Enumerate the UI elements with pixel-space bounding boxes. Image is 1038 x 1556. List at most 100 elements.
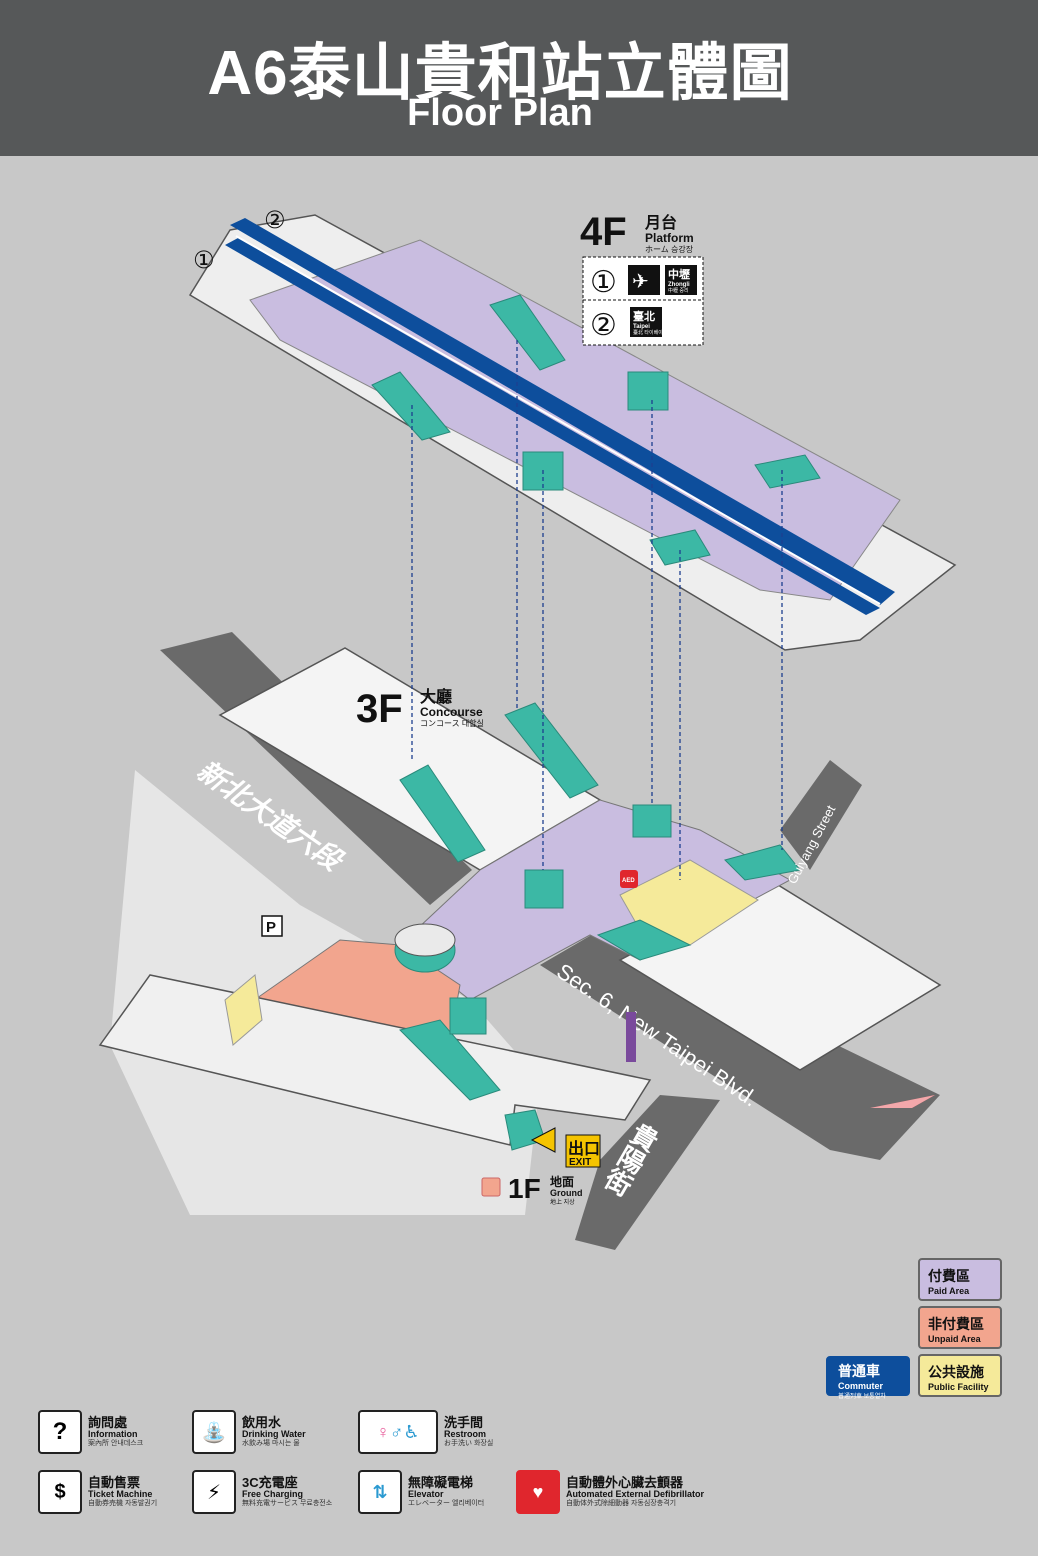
direction-2-sub: 臺北 타이베이 — [633, 329, 663, 336]
platform-level — [188, 214, 957, 651]
floor-1f-zh: 地面 — [550, 1174, 574, 1189]
legend-information: ? 詢問處 Information 案內所 안내데스크 — [38, 1410, 143, 1454]
escalator-4f-c — [754, 454, 821, 489]
exit-en: EXIT — [569, 1157, 591, 1168]
elevator-1f — [449, 997, 487, 1035]
direction-1-num: ① — [590, 266, 617, 299]
legend-drinking-zh: 飲用水 — [242, 1415, 282, 1431]
exit-zh: 出口 — [568, 1139, 600, 1158]
floor-label-3f: 3F 大廳 Concourse コンコース 대합실 — [356, 687, 484, 731]
escalator-4f-b — [371, 371, 451, 441]
direction-2-num: ② — [590, 309, 617, 342]
concourse-level — [98, 647, 942, 1151]
legend-drinking: ⛲ 飲用水 Drinking Water 水飲み場 마시는 물 — [192, 1410, 306, 1454]
legend-drinking-sub: 水飲み場 마시는 물 — [242, 1440, 300, 1448]
ticket-machine-icon: $ — [38, 1470, 82, 1514]
legend-information-zh: 詢問處 — [88, 1415, 128, 1431]
elevator-4f-b — [522, 451, 564, 491]
information-icon: ? — [38, 1410, 82, 1454]
track-divider — [235, 235, 881, 605]
direction-2-zh: 臺北 — [633, 309, 655, 323]
escalator-4f-a — [489, 294, 566, 371]
platform-marker-2: ② — [264, 207, 286, 234]
legend-drinking-en: Drinking Water — [242, 1429, 306, 1440]
escalator-4f-d — [649, 529, 711, 566]
drinking-water-icon: ⛲ — [192, 1410, 236, 1454]
exit-arrow-icon — [530, 1127, 556, 1153]
elevator-3f-a — [524, 869, 564, 909]
legend-commuter-sub: 普通列車 보통열차 — [838, 1394, 886, 1400]
legend-elevator-sub: エレベーター 엘리베이터 — [408, 1500, 485, 1508]
elevator-4f-a — [627, 371, 669, 411]
legend-restroom-zh: 洗手間 — [444, 1415, 484, 1431]
floor-4f-zh: 月台 — [644, 213, 677, 232]
legend-paid-en: Paid Area — [928, 1286, 970, 1296]
pillar — [626, 1012, 636, 1062]
legend-charging-en: Free Charging — [242, 1489, 304, 1500]
legend-restroom: ♀♂♿ 洗手間 Restroom お手洗い 화장실 — [358, 1410, 493, 1454]
road-sec6 — [540, 930, 940, 1160]
legend-unpaid-en: Unpaid Area — [928, 1334, 981, 1344]
floor-1f-sub: 地上 지상 — [550, 1198, 575, 1206]
legend-ticket-en: Ticket Machine — [88, 1489, 153, 1500]
legend-aed-en: Automated External Defibrillator — [566, 1489, 705, 1500]
legend-charging-zh: 3C充電座 — [242, 1475, 298, 1491]
legend-ticket-sub: 自動券売機 자동발권기 — [88, 1500, 158, 1508]
legend-aed-sub: 自動体外式除細動器 자동심장충격기 — [566, 1500, 677, 1508]
direction-1-zh: 中壢 — [668, 267, 690, 281]
legend-commuter-zh: 普通車 — [838, 1363, 880, 1379]
info-desk-top — [394, 923, 456, 957]
direction-1-sub: 中壢 중리 — [668, 287, 689, 294]
floor-plan-diagram: 4F 月台 Platform ホーム 승강장 3F 大廳 Concourse コ… — [98, 207, 957, 1250]
floor-3f-sub: コンコース 대합실 — [420, 718, 484, 728]
floor-4f-en: Platform — [645, 231, 694, 245]
escalator-3f-center — [504, 702, 599, 799]
legend-unpaid-zh: 非付費區 — [928, 1316, 984, 1332]
floor-4f-sub: ホーム 승강장 — [645, 244, 694, 254]
vertical-connectors — [411, 340, 783, 880]
escalator-3f-east — [724, 844, 801, 881]
legend-information-sub: 案內所 안내데스크 — [88, 1440, 144, 1448]
escalator-3f-west — [399, 764, 486, 863]
elevator-icon: ⇅ — [358, 1470, 402, 1514]
legend-elevator-en: Elevator — [408, 1489, 444, 1500]
road-guiyang-s — [575, 1095, 720, 1250]
floor-1f-en: Ground — [550, 1188, 583, 1198]
legend-aed-zh: 自動體外心臟去顫器 — [566, 1475, 684, 1491]
legend-restroom-en: Restroom — [444, 1429, 487, 1440]
legend-unpaid: 非付費區 Unpaid Area — [918, 1306, 1002, 1349]
legend-ticket-zh: 自動售票 — [88, 1475, 141, 1491]
header-bar: A6泰山貴和站立體圖 Floor Plan — [0, 0, 1038, 156]
charging-icon: ⚡ — [192, 1470, 236, 1514]
legend-aed: ♥ 自動體外心臟去顫器 Automated External Defibrill… — [516, 1470, 704, 1514]
escalator-exit — [399, 1019, 501, 1101]
restroom-icon: ♀♂♿ — [358, 1410, 438, 1454]
airplane-icon: ✈ — [632, 271, 649, 293]
parking-icon: P — [266, 919, 276, 936]
legend-public: 公共設施 Public Facility — [918, 1354, 1002, 1397]
floor-3f-num: 3F — [356, 687, 403, 731]
legend-elevator: ⇅ 無障礙電梯 Elevator エレベーター 엘리베이터 — [358, 1470, 484, 1514]
floor-3f-zh: 大廳 — [420, 687, 452, 706]
floor-1f-num: 1F — [508, 1173, 541, 1204]
ticket-kiosk — [224, 974, 263, 1046]
direction-board: ① ✈ 中壢 Zhongli 中壢 중리 ② 臺北 Taipei 臺北 타이베이 — [582, 256, 704, 346]
direction-1-en: Zhongli — [668, 282, 690, 288]
legend-restroom-sub: お手洗い 화장실 — [444, 1440, 494, 1448]
aed-icon: ♥ — [516, 1470, 560, 1514]
elevator-3f-b — [632, 804, 672, 838]
page-title: A6泰山貴和站立體圖 — [207, 39, 793, 108]
platform-marker-1: ① — [193, 247, 215, 274]
legend-paid: 付費區 Paid Area — [918, 1258, 1002, 1301]
legend-elevator-zh: 無障礙電梯 — [408, 1475, 474, 1491]
legend-paid-zh: 付費區 — [928, 1268, 970, 1284]
legend-ticket: $ 自動售票 Ticket Machine 自動券売機 자동발권기 — [38, 1470, 157, 1514]
road-guiyang-ne — [780, 760, 862, 870]
aed-map-icon: AED — [622, 878, 635, 884]
page-subtitle: Floor Plan — [407, 92, 593, 134]
floor-label-1f: 1F 地面 Ground 地上 지상 — [481, 1173, 583, 1206]
legend-commuter-en: Commuter — [838, 1381, 884, 1391]
floor-3f-en: Concourse — [420, 705, 483, 719]
direction-2-en: Taipei — [633, 324, 650, 330]
track-upper — [230, 218, 895, 605]
